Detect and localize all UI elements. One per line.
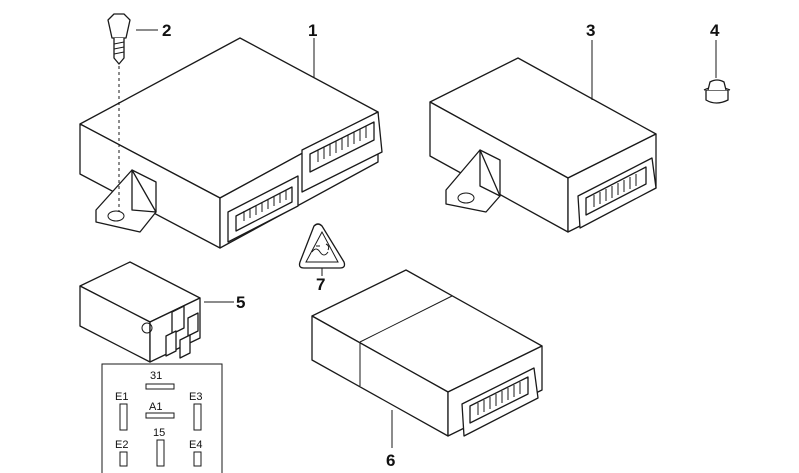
callout-labels: 1 2 3 4 5 6 7 (162, 21, 720, 470)
callout-1: 1 (308, 21, 317, 40)
control-module-3[interactable] (429, 57, 657, 233)
relay-pinout-panel: 31 E1 E3 A1 15 E2 E4 (101, 363, 223, 473)
warning-label-7[interactable] (298, 223, 346, 269)
leader-lines (136, 29, 717, 448)
pin-e3-slot (193, 403, 202, 431)
pin-label-e3: E3 (189, 391, 202, 403)
callout-6: 6 (386, 451, 395, 470)
cap-4[interactable] (703, 79, 731, 104)
pin-e4-slot (193, 451, 202, 467)
pin-a1-slot (145, 412, 175, 419)
pin-label-e2: E2 (115, 439, 128, 451)
pin-label-31: 31 (150, 370, 162, 382)
callout-5: 5 (236, 293, 245, 312)
relay-5[interactable] (79, 261, 201, 363)
pin-e2-slot (119, 451, 128, 467)
pin-label-15: 15 (153, 427, 165, 439)
pin-label-a1: A1 (149, 401, 162, 413)
screw-2[interactable] (107, 13, 131, 212)
pin-31-slot (145, 383, 175, 390)
callout-7: 7 (316, 275, 325, 294)
pin-label-e4: E4 (189, 439, 202, 451)
callout-3: 3 (586, 21, 595, 40)
callout-4: 4 (710, 21, 720, 40)
pin-label-e1: E1 (115, 391, 128, 403)
callout-2: 2 (162, 21, 171, 40)
pin-15-slot (156, 439, 165, 467)
control-module-6[interactable] (311, 269, 543, 437)
pin-e1-slot (119, 403, 128, 431)
control-module-1[interactable] (79, 37, 383, 249)
component-symbol-icon (311, 243, 330, 256)
